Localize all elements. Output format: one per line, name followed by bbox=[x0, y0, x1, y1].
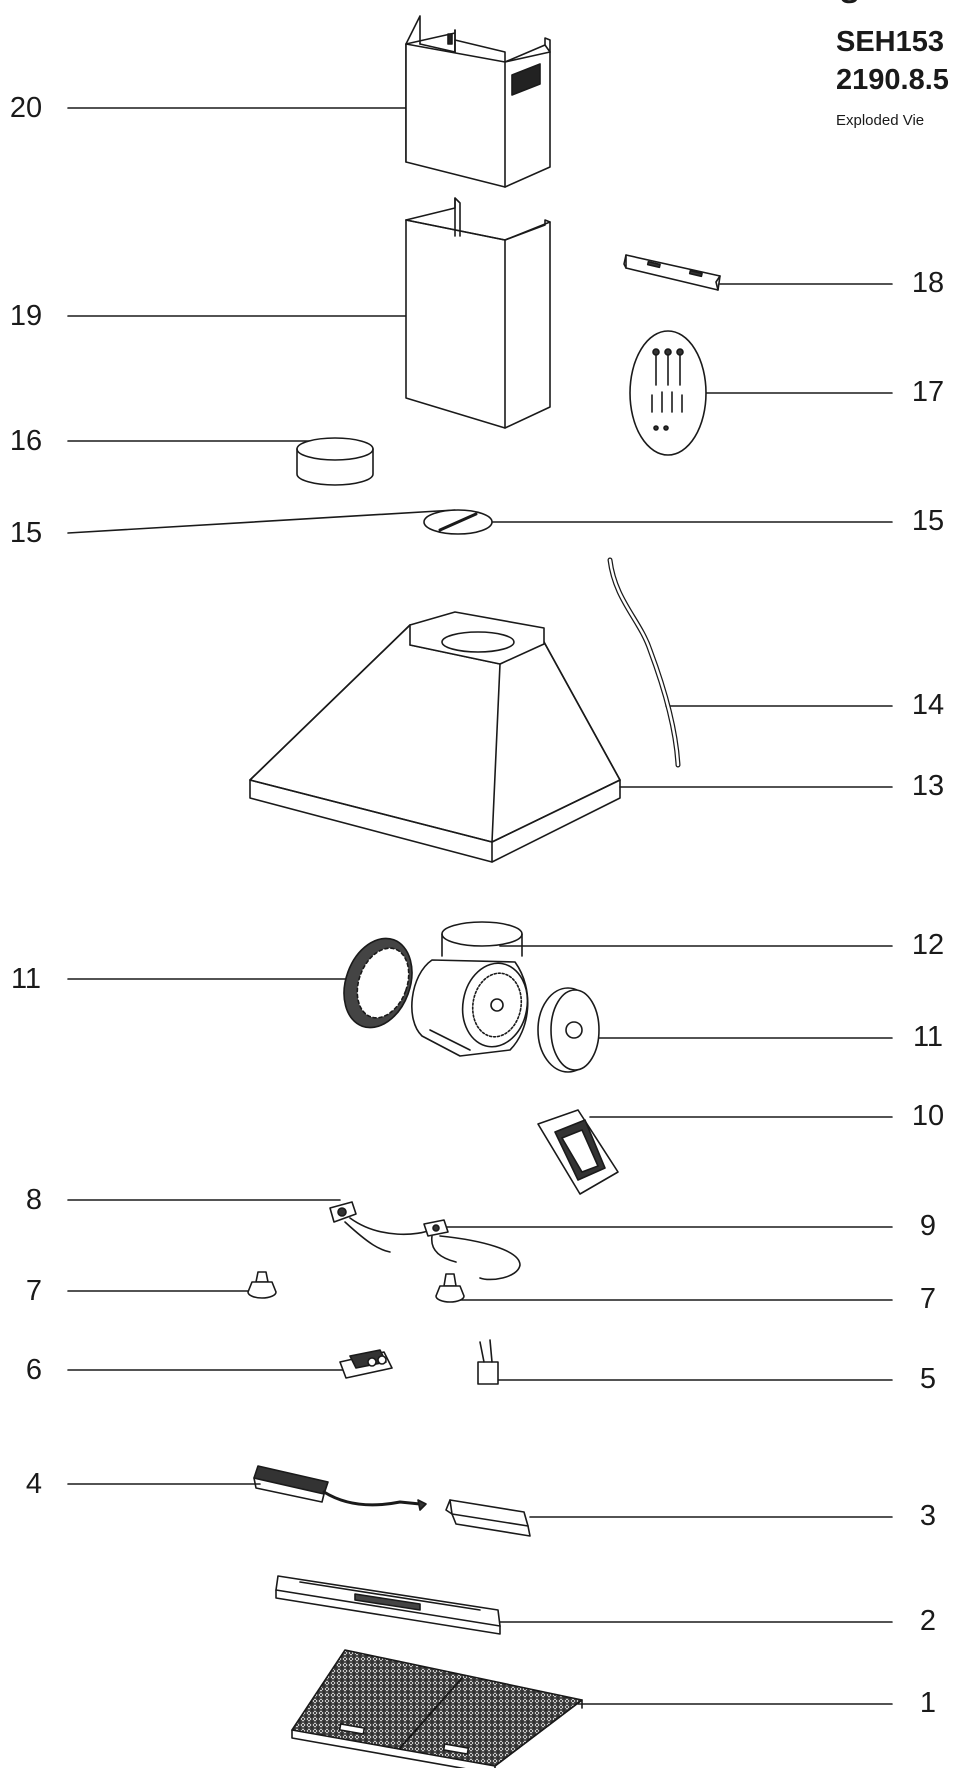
leader-lines bbox=[67, 107, 893, 1705]
lamp-wiring-part-9 bbox=[423, 1219, 521, 1281]
light-cover-part-3 bbox=[445, 1499, 531, 1537]
callout-11-left: 11 bbox=[10, 963, 42, 995]
lamp-wiring-part-8 bbox=[329, 1201, 431, 1253]
callout-14: 14 bbox=[911, 689, 945, 721]
power-cable-part-14 bbox=[607, 557, 681, 768]
callout-5: 5 bbox=[919, 1363, 937, 1395]
carbon-filter-right-part-11 bbox=[537, 987, 600, 1073]
header-top-line: S bbox=[840, 0, 859, 10]
back-draft-valve-part-15 bbox=[423, 509, 493, 535]
grease-filter-part-1 bbox=[291, 1649, 583, 1768]
callout-19: 19 bbox=[9, 300, 43, 332]
mounting-bracket-part-18 bbox=[623, 254, 721, 291]
callout-10: 10 bbox=[911, 1100, 945, 1132]
callout-16: 16 bbox=[9, 425, 43, 457]
callout-8: 8 bbox=[25, 1184, 43, 1216]
lower-chimney-part-19 bbox=[405, 197, 551, 429]
callout-11-right: 11 bbox=[912, 1021, 944, 1053]
callout-1: 1 bbox=[919, 1687, 937, 1719]
callout-9: 9 bbox=[919, 1210, 937, 1242]
switch-block-part-6 bbox=[339, 1349, 393, 1379]
carbon-filter-left-part-11 bbox=[343, 937, 413, 1029]
callout-6: 6 bbox=[25, 1354, 43, 1386]
callout-20: 20 bbox=[9, 92, 43, 124]
model-number: SEH153 bbox=[836, 26, 945, 58]
motor-blower-part-12 bbox=[411, 921, 529, 1057]
upper-chimney-part-20 bbox=[405, 15, 551, 188]
screw-kit-part-17 bbox=[629, 330, 707, 456]
callout-3: 3 bbox=[919, 1500, 937, 1532]
callout-4: 4 bbox=[25, 1468, 43, 1500]
callout-12: 12 bbox=[911, 929, 945, 961]
callout-18: 18 bbox=[911, 267, 945, 299]
callout-15-left: 15 bbox=[9, 517, 43, 549]
hood-body-part-13 bbox=[249, 611, 621, 863]
front-panel-part-2 bbox=[275, 1575, 501, 1635]
capacitor-part-5 bbox=[477, 1339, 499, 1385]
control-panel-part-4 bbox=[253, 1465, 427, 1511]
callout-2: 2 bbox=[919, 1605, 937, 1637]
lamp-left-part-7 bbox=[247, 1271, 277, 1299]
part-code: 2190.8.5 bbox=[836, 64, 949, 96]
callout-13: 13 bbox=[911, 770, 945, 802]
callout-7-right: 7 bbox=[919, 1283, 937, 1315]
callout-15-right: 15 bbox=[911, 505, 945, 537]
diagram-subtitle: Exploded Vie bbox=[836, 112, 925, 129]
lamp-right-part-7 bbox=[435, 1273, 465, 1303]
control-board-part-10 bbox=[537, 1109, 619, 1195]
duct-ring-part-16 bbox=[296, 437, 374, 486]
callout-17: 17 bbox=[911, 376, 945, 408]
callout-7-left: 7 bbox=[25, 1275, 43, 1307]
